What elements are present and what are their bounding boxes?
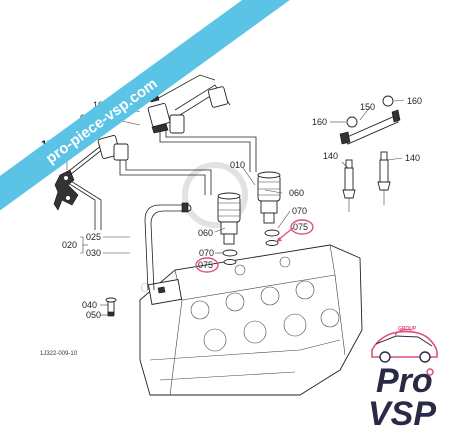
label-040: 040: [82, 300, 97, 310]
label-030: 030: [86, 248, 101, 258]
label-075-right: 075: [293, 222, 308, 232]
label-140-left: 140: [323, 151, 338, 161]
logo-word-vsp: VSP: [368, 395, 436, 433]
logo-dot: [426, 368, 434, 376]
highlight-ring-075-right: [290, 219, 314, 235]
cylinder-head: [139, 244, 363, 396]
injector-right: [257, 171, 281, 224]
glow-plug-left: [342, 159, 356, 212]
bracket-170: [53, 169, 79, 211]
label-070-left: 070: [199, 248, 214, 258]
diagram-reference: 1J322-009-10: [40, 351, 78, 357]
label-150: 150: [360, 102, 375, 112]
label-025: 025: [86, 232, 101, 242]
label-060-right: 060: [289, 188, 304, 198]
glow-plug-right: [377, 151, 391, 205]
label-140-right: 140: [405, 153, 420, 163]
banner-strip: [0, 0, 292, 223]
website-banner: pro-piece-vsp.com: [0, 0, 292, 223]
label-075-left: 075: [198, 260, 213, 270]
label-160-left: 160: [312, 117, 327, 127]
label-020: 020: [62, 240, 77, 250]
logo-word-pro: Pro: [376, 362, 433, 400]
car-icon: [371, 328, 438, 363]
bolt-group: [105, 297, 117, 317]
glow-plug-rail: [339, 95, 401, 145]
logo-tagline: GROUP: [398, 326, 417, 332]
label-010: 010: [230, 160, 245, 170]
brand-logo: GROUP Pro VSP: [368, 326, 438, 433]
label-160-right: 160: [407, 96, 422, 106]
label-060-left: 060: [198, 228, 213, 238]
label-050: 050: [86, 310, 101, 320]
highlight-ring-075-left: [195, 257, 219, 273]
injector-left: [217, 192, 241, 245]
highlight-circles: [195, 219, 314, 273]
label-070-right: 070: [292, 206, 307, 216]
leak-off-pipe: [144, 202, 192, 291]
